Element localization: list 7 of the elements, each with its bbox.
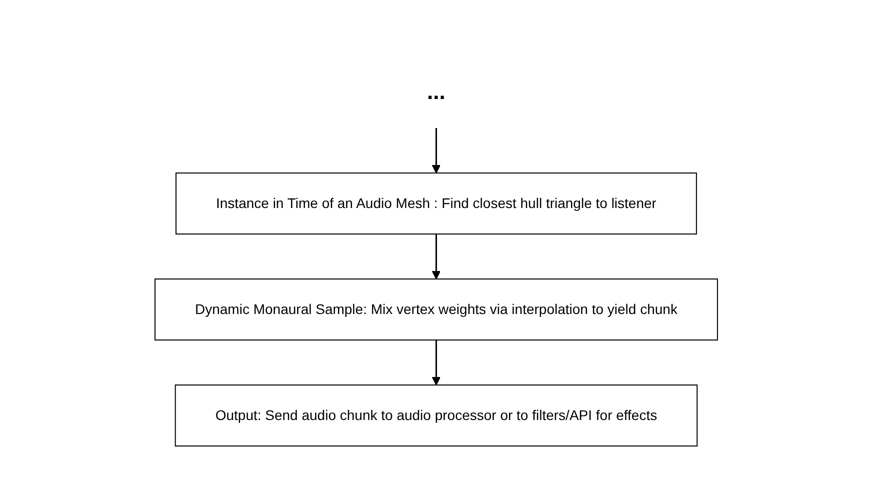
node-box: Dynamic Monaural Sample: Mix vertex weights via interpolation to yield chunk [154,278,718,340]
arrow [432,340,440,386]
arrow [432,234,440,280]
arrow [432,128,440,174]
node-box: Output: Send audio chunk to audio processor or to filters/API for effects [174,384,698,446]
node-box: Instance in Time of an Audio Mesh : Find closest hull triangle to listener [175,172,697,234]
node-text: ... [426,79,446,104]
